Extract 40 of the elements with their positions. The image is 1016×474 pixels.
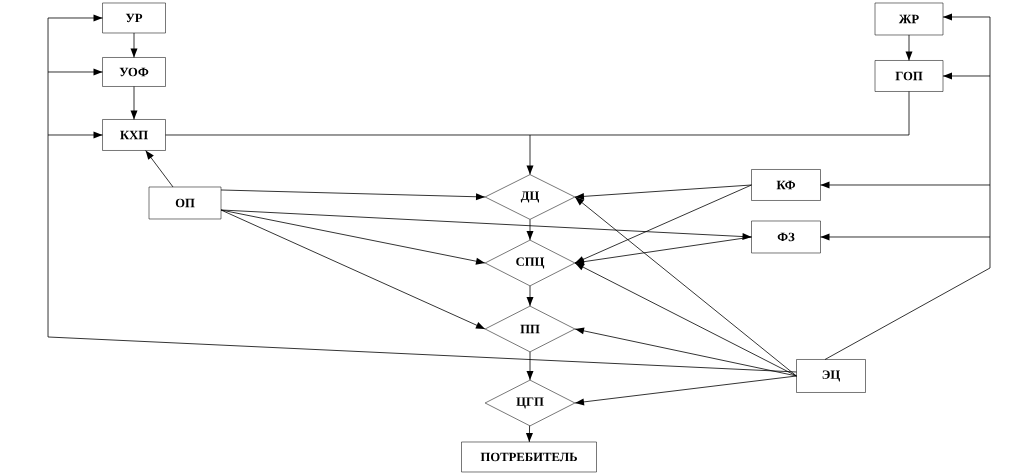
arrow: [130, 32, 138, 58]
process-box: ФЗ: [751, 220, 821, 254]
arrow: [942, 72, 991, 80]
process-box: ГОП: [874, 60, 944, 92]
line: [47, 17, 797, 373]
arrow: [220, 209, 486, 330]
arrow: [525, 425, 533, 443]
process-box: УОФ: [102, 57, 166, 87]
arrow: [820, 233, 991, 241]
arrow: [574, 375, 797, 406]
arrow: [574, 184, 752, 264]
arrow: [820, 181, 991, 189]
line: [165, 134, 531, 136]
process-box: ЭЦ: [796, 359, 866, 393]
line: [529, 91, 910, 136]
arrow: [574, 184, 752, 200]
process-box: КФ: [751, 169, 821, 201]
process-box: ЖР: [874, 2, 944, 36]
arrow: [130, 86, 138, 120]
arrow: [574, 327, 797, 377]
arrow: [526, 134, 534, 175]
arrow: [47, 14, 103, 22]
process-box: ОП: [148, 186, 222, 220]
arrow: [526, 219, 534, 241]
arrow: [47, 68, 103, 76]
process-box: УР: [102, 2, 166, 34]
arrow: [526, 351, 534, 381]
process-box: КХП: [102, 119, 166, 151]
line: [824, 16, 991, 360]
arrow: [942, 13, 991, 21]
arrow: [47, 131, 103, 139]
process-box: ПОТРЕБИТЕЛЬ: [461, 441, 597, 473]
arrow: [220, 189, 486, 201]
arrow: [574, 236, 752, 266]
arrow: [905, 34, 913, 61]
arrow: [574, 262, 797, 377]
arrow: [220, 209, 752, 241]
arrow: [145, 150, 174, 188]
arrow: [574, 196, 797, 377]
arrow: [526, 285, 534, 307]
